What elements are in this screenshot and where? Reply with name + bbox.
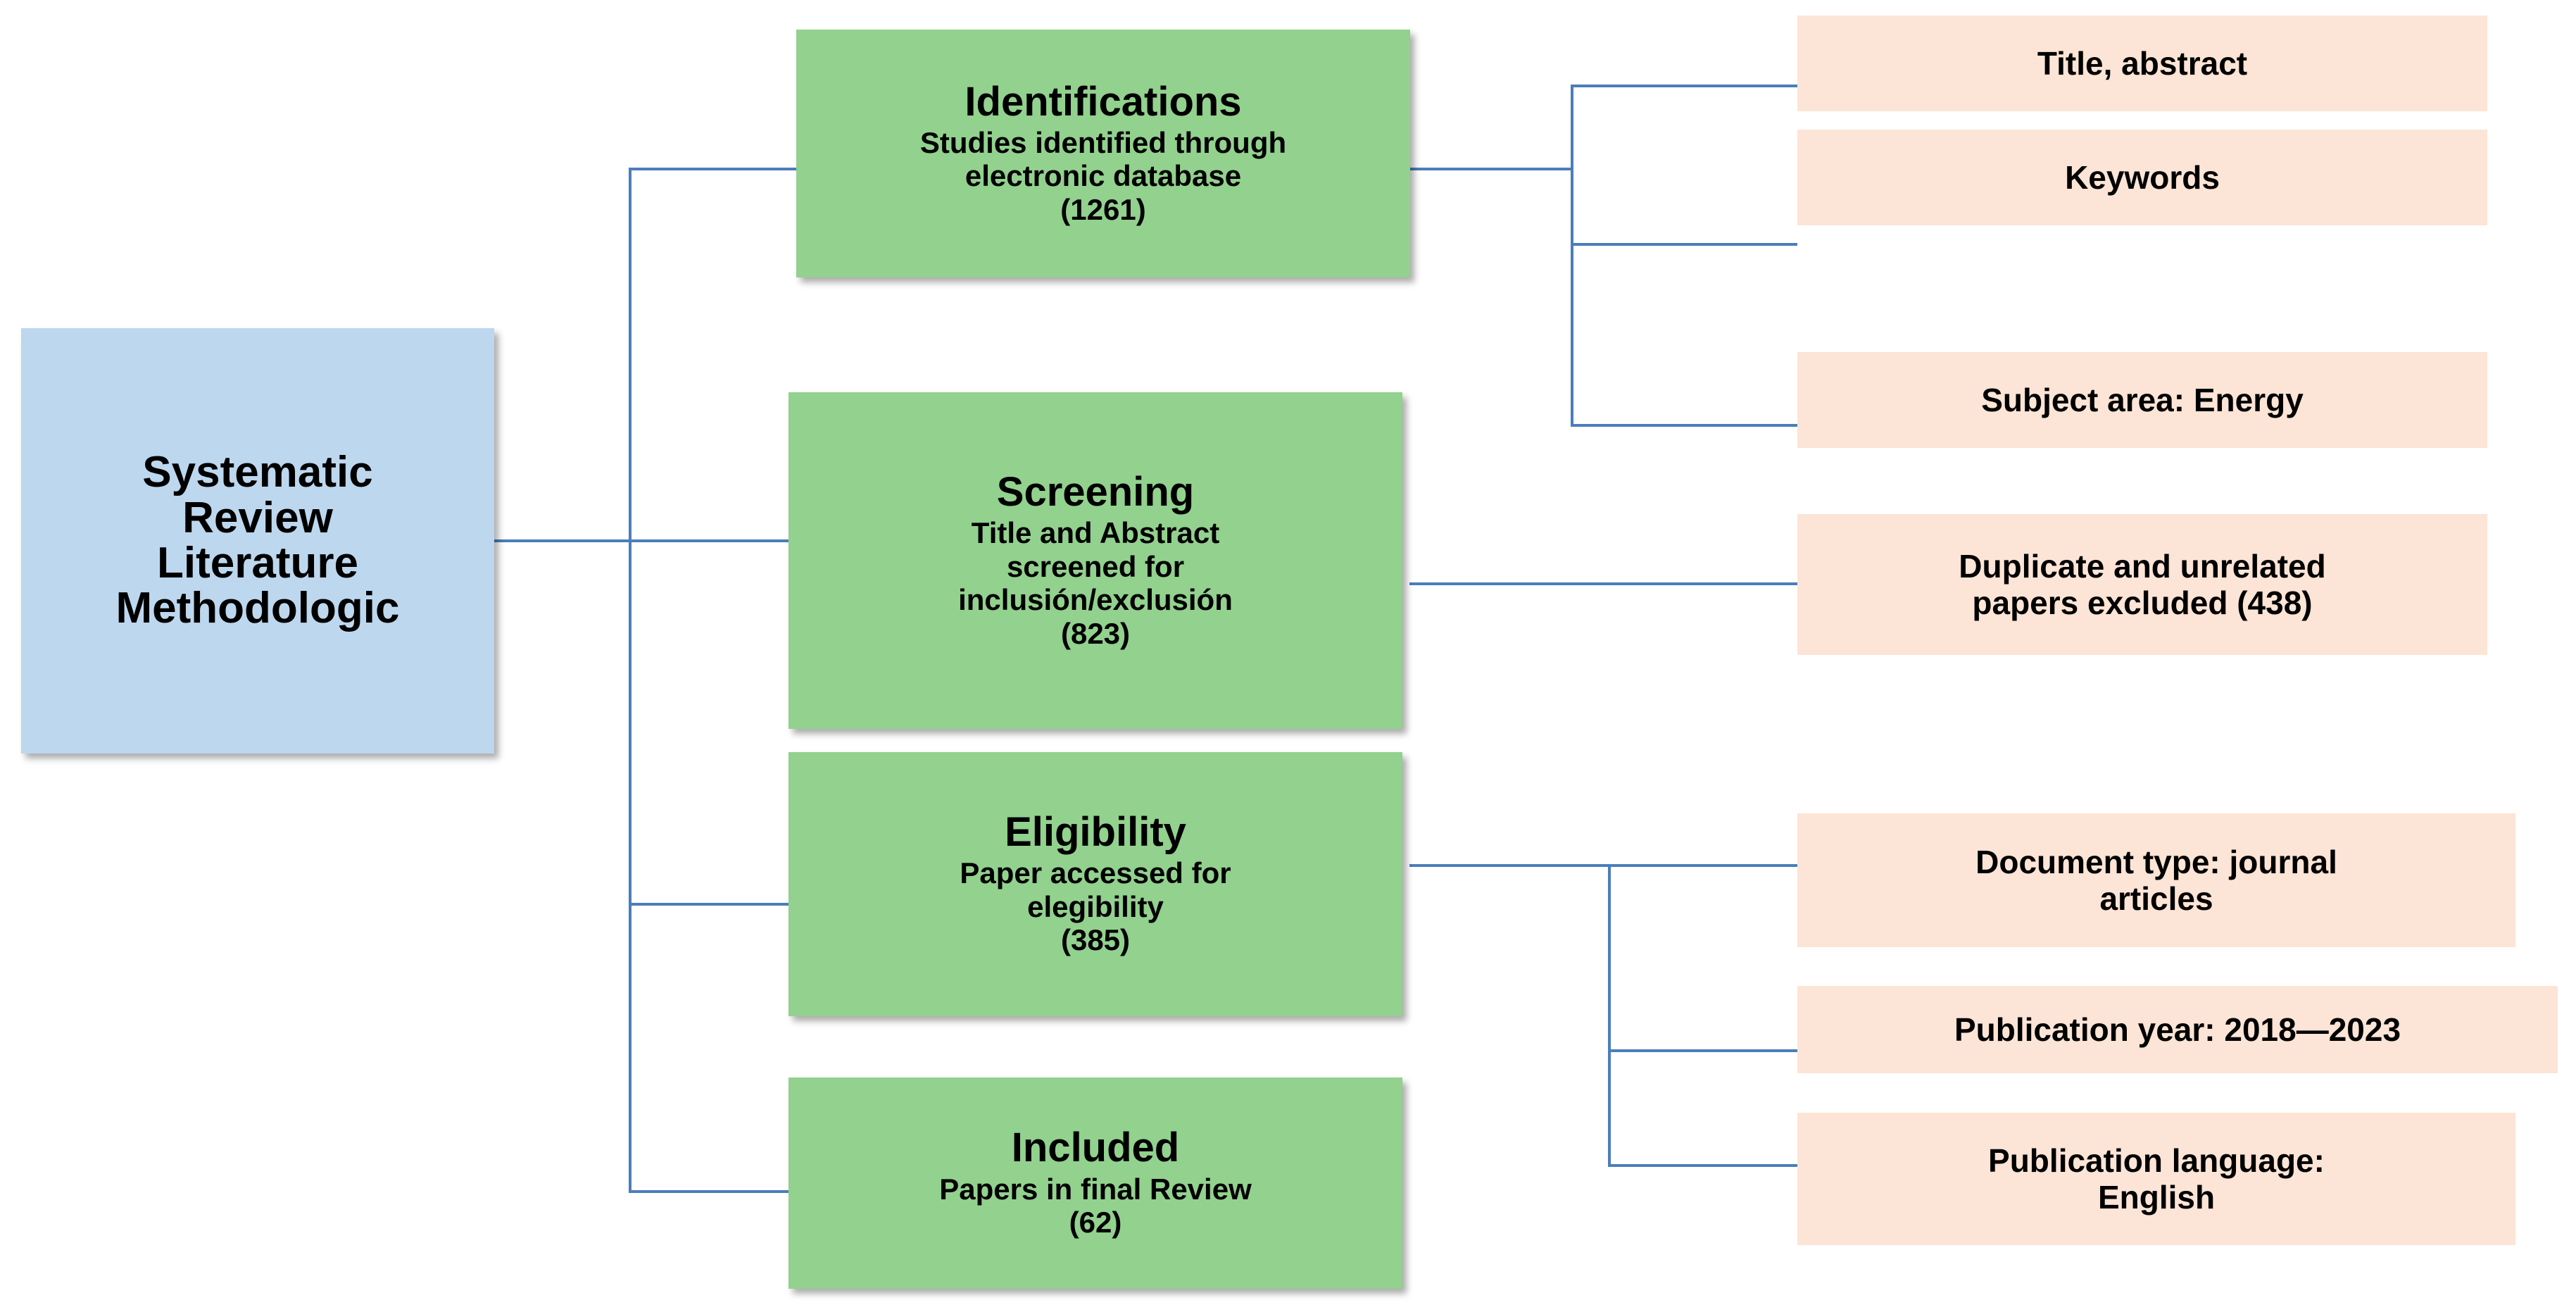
- stage-desc-eligibility-line-1: Paper accessed for: [960, 856, 1231, 890]
- root-line-4: Methodologic: [115, 584, 400, 633]
- stage-desc-identifications-line-2: electronic database: [965, 159, 1242, 193]
- connector-to-document-type: [1608, 864, 1797, 867]
- detail-publication-language-line-2: English: [2097, 1179, 2216, 1216]
- connector-left-trunk: [629, 168, 632, 1193]
- root-node-systematic-review[interactable]: Systematic Review Literature Methodologi…: [21, 328, 494, 754]
- stage-desc-screening-line-3: inclusión/exclusión: [958, 583, 1233, 617]
- root-line-3: Literature: [157, 539, 358, 587]
- stage-node-eligibility[interactable]: Eligibility Paper accessed for elegibili…: [788, 752, 1402, 1016]
- root-line-2: Review: [182, 493, 333, 542]
- connector-eligibility-to-trunk: [1409, 864, 1610, 867]
- root-line-1: Systematic: [142, 448, 373, 497]
- stage-title-eligibility: Eligibility: [1005, 809, 1186, 856]
- detail-keywords-line-1: Keywords: [2065, 158, 2220, 196]
- detail-document-type-line-2: articles: [2099, 880, 2213, 917]
- connector-to-title-abstract: [1571, 85, 1797, 87]
- detail-node-document-type[interactable]: Document type: journal articles: [1797, 813, 2515, 947]
- connector-to-keywords: [1571, 243, 1797, 246]
- detail-node-duplicates-excluded[interactable]: Duplicate and unrelated papers excluded …: [1797, 514, 2487, 655]
- detail-duplicates-line-1: Duplicate and unrelated: [1959, 547, 2326, 585]
- connector-to-subject-area: [1571, 424, 1797, 427]
- connector-to-publication-language: [1608, 1164, 1797, 1167]
- detail-title-abstract-line-1: Title, abstract: [2037, 44, 2248, 82]
- detail-subject-area-line-1: Subject area: Energy: [1981, 381, 2304, 418]
- detail-node-title-abstract[interactable]: Title, abstract: [1797, 15, 2487, 111]
- connector-root-to-trunk: [493, 539, 632, 542]
- stage-desc-screening-line-1: Title and Abstract: [971, 516, 1220, 550]
- connector-bottom-right-trunk: [1608, 864, 1611, 1167]
- connector-top-right-trunk: [1571, 85, 1573, 427]
- connector-identifications-to-trunk: [1409, 168, 1573, 170]
- stage-count-screening: (823): [1060, 616, 1131, 650]
- stage-desc-eligibility-line-2: elegibility: [1027, 889, 1164, 923]
- stage-desc-included-line-1: Papers in final Review: [939, 1172, 1252, 1206]
- stage-count-included: (62): [1069, 1206, 1122, 1239]
- stage-title-screening: Screening: [996, 468, 1195, 515]
- stage-count-identifications: (1261): [1060, 192, 1146, 226]
- stage-node-screening[interactable]: Screening Title and Abstract screened fo…: [788, 392, 1402, 729]
- stage-desc-screening-line-2: screened for: [1006, 549, 1185, 583]
- detail-publication-language-line-1: Publication language:: [1988, 1142, 2325, 1179]
- stage-title-included: Included: [1011, 1125, 1180, 1171]
- stage-node-identifications[interactable]: Identifications Studies identified throu…: [796, 30, 1410, 277]
- connector-trunk-to-identifications: [629, 168, 798, 170]
- connector-screening-to-duplicates: [1409, 582, 1797, 585]
- stage-count-eligibility: (385): [1060, 923, 1131, 957]
- detail-node-subject-area[interactable]: Subject area: Energy: [1797, 352, 2487, 448]
- connector-trunk-to-included: [629, 1190, 798, 1193]
- stage-desc-identifications-line-1: Studies identified through: [919, 125, 1287, 159]
- detail-node-publication-year[interactable]: Publication year: 2018—2023: [1797, 986, 2558, 1073]
- detail-node-keywords[interactable]: Keywords: [1797, 130, 2487, 225]
- detail-publication-year-line-1: Publication year: 2018—2023: [1954, 1011, 2401, 1048]
- stage-node-included[interactable]: Included Papers in final Review (62): [788, 1077, 1402, 1289]
- connector-trunk-to-screening: [629, 539, 798, 542]
- detail-document-type-line-1: Document type: journal: [1975, 843, 2337, 880]
- connector-trunk-to-eligibility: [629, 903, 798, 906]
- detail-duplicates-line-2: papers excluded (438): [1972, 585, 2313, 621]
- connector-to-publication-year: [1608, 1049, 1797, 1052]
- stage-title-identifications: Identifications: [965, 78, 1242, 125]
- detail-node-publication-language[interactable]: Publication language: English: [1797, 1113, 2515, 1245]
